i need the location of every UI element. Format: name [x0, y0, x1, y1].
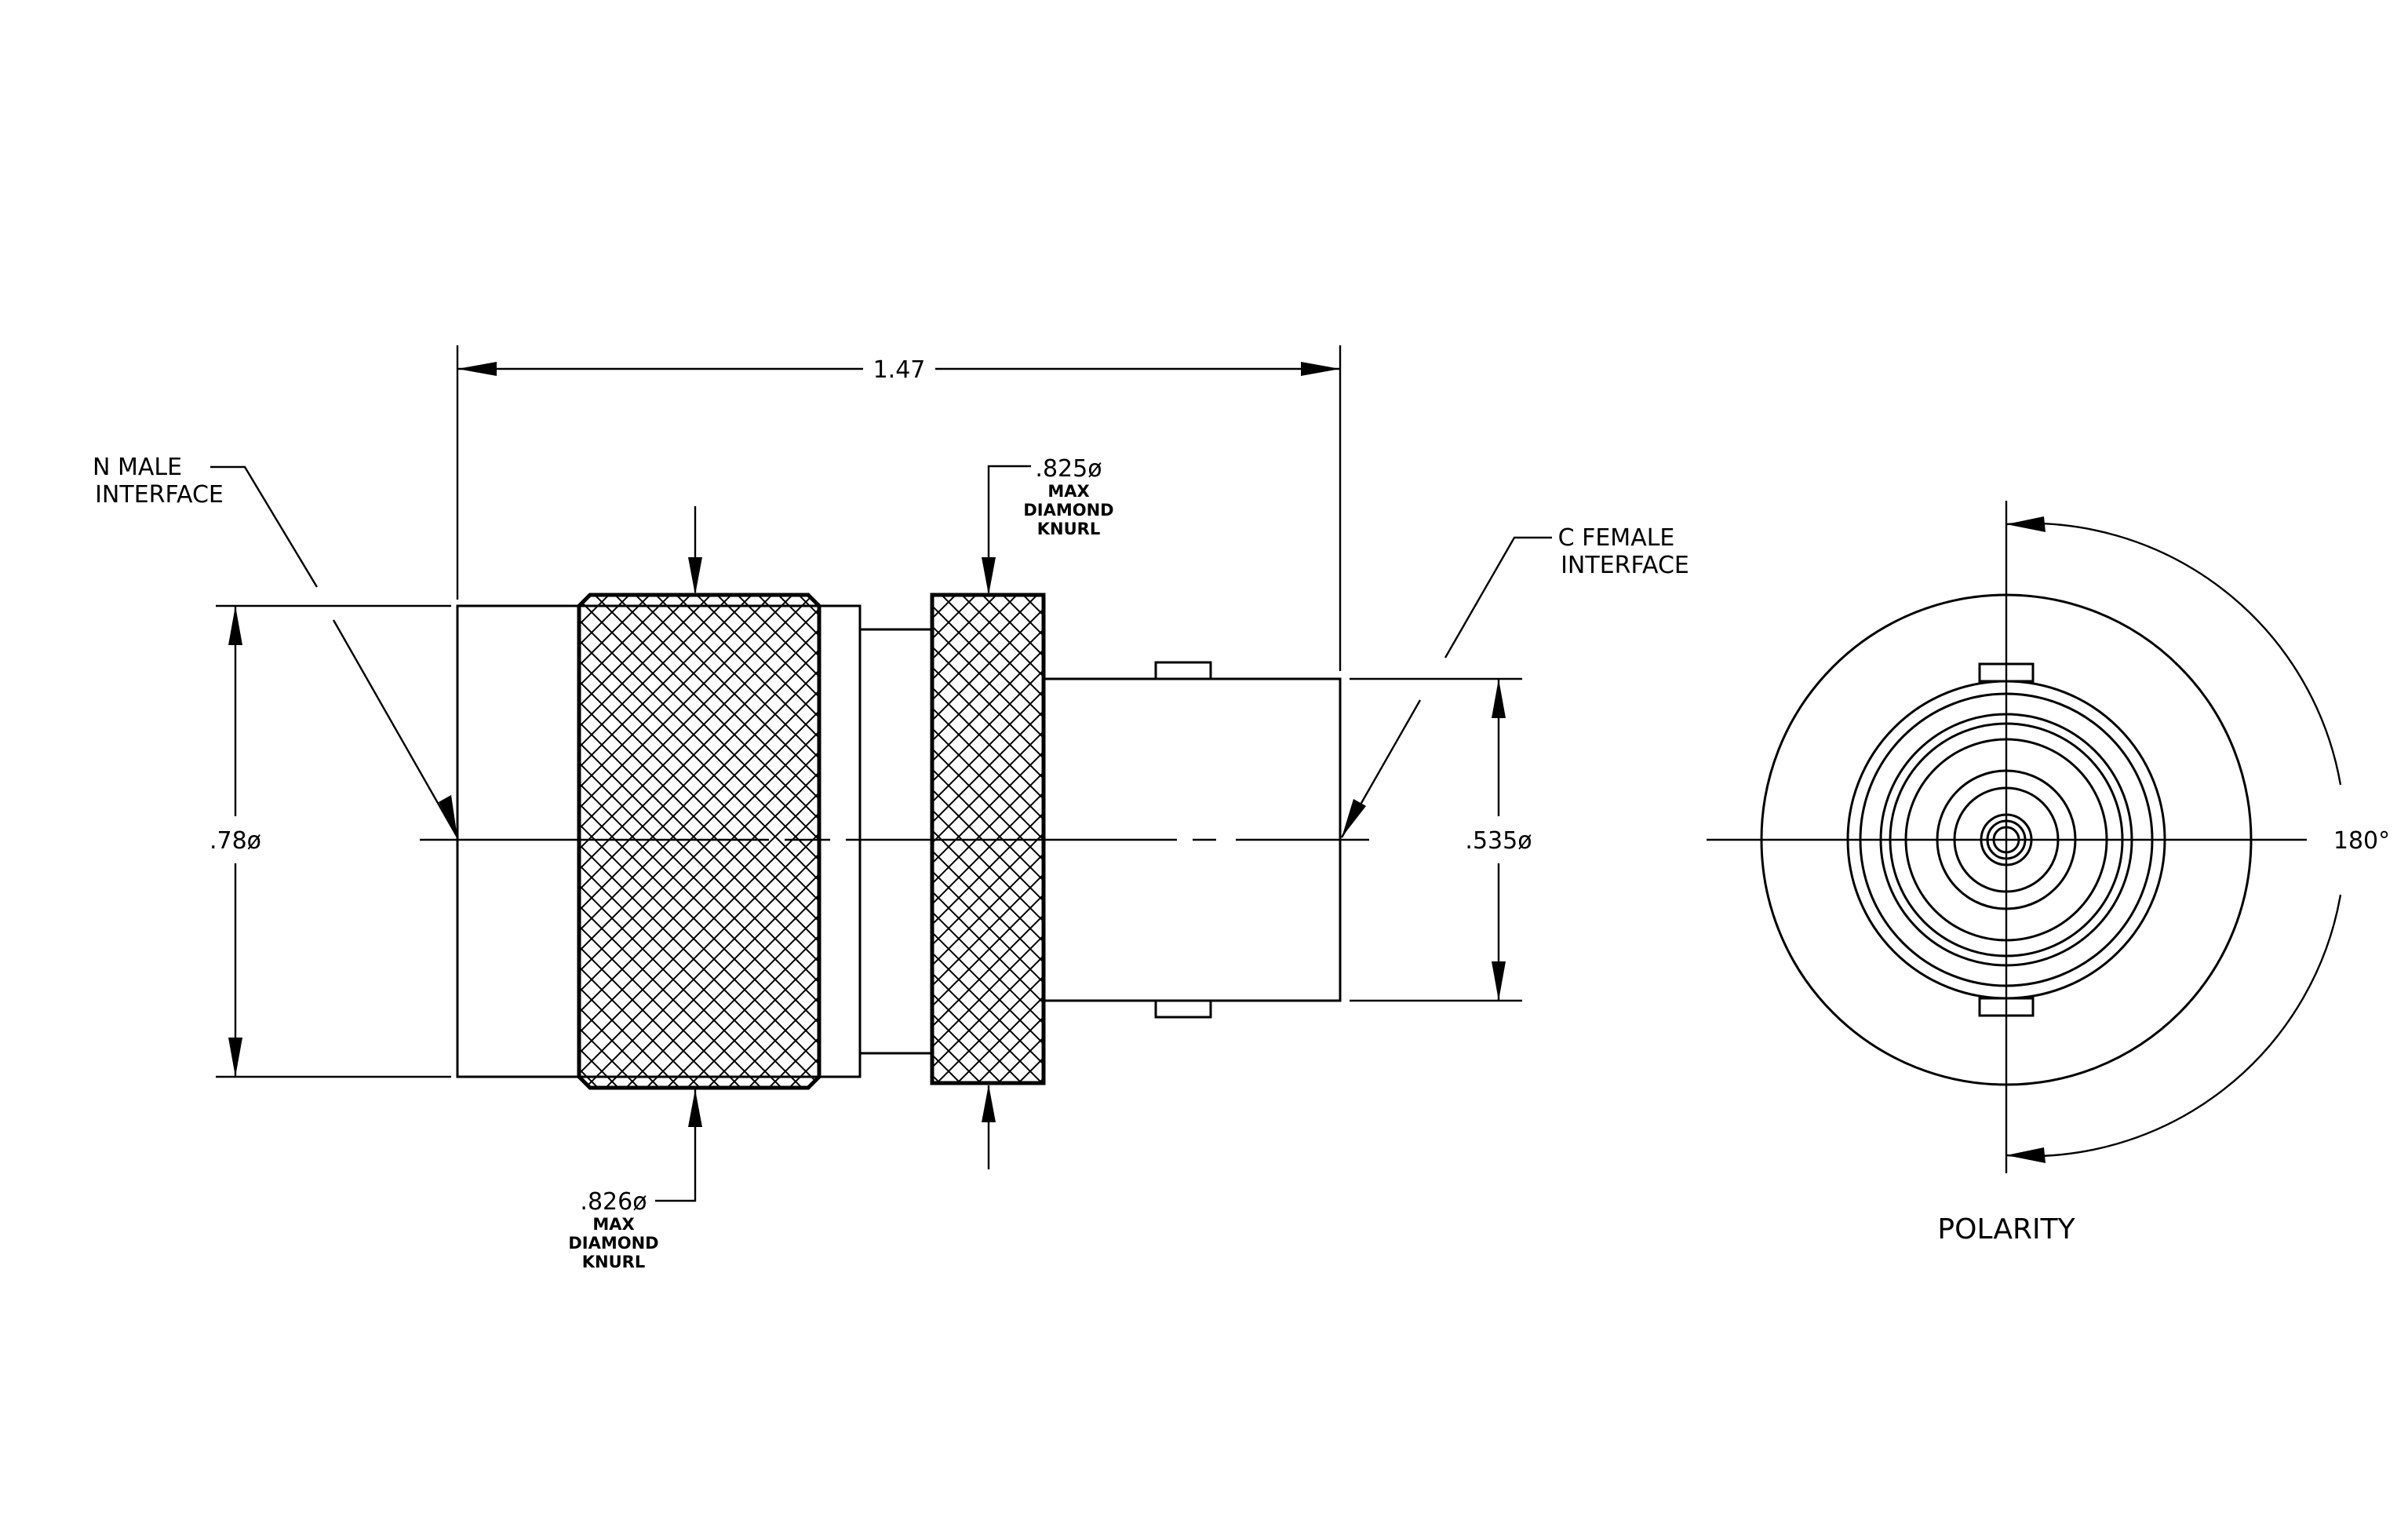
n-male-label-line2: INTERFACE [95, 481, 224, 509]
dimension-n-male-diameter: .78ø [209, 604, 451, 1078]
bayonet-lug-top [1154, 661, 1212, 680]
knurl-825-diamond: DIAMOND [1023, 501, 1113, 520]
polarity-arc [2005, 522, 2342, 786]
knurl-826-max: MAX [592, 1215, 634, 1234]
n-male-body [456, 604, 581, 1078]
knurl-825-max: MAX [1047, 482, 1089, 501]
leader-n-male-interface: N MALE INTERFACE [93, 454, 459, 838]
polarity-angle-value: 180° [2333, 827, 2390, 855]
knurl-825-knurl: KNURL [1037, 520, 1100, 538]
c-female-diameter-value: .535ø [1465, 827, 1532, 855]
knurl-825-diameter: .825ø [1035, 455, 1102, 483]
knurl-826-diamond: DIAMOND [568, 1234, 658, 1253]
neck [858, 628, 934, 1055]
note-knurl-826: .826ø MAX DIAMOND KNURL [568, 506, 702, 1271]
leader-c-female-interface: C FEMALE INTERFACE [1340, 524, 1689, 838]
c-female-label-line1: C FEMALE [1558, 524, 1675, 552]
knurl-826-knurl: KNURL [582, 1253, 645, 1271]
polarity-caption: POLARITY [1937, 1213, 2075, 1246]
n-male-label-line1: N MALE [93, 454, 182, 481]
side-view [420, 593, 1369, 1090]
end-view: 180° POLARITY [1707, 501, 2390, 1246]
overall-length-value: 1.47 [873, 356, 926, 384]
dimension-c-female-diameter: .535ø [1350, 677, 1532, 1002]
n-male-diameter-value: .78ø [209, 827, 261, 855]
large-knurl-nut [577, 593, 821, 1090]
c-female-label-line2: INTERFACE [1561, 552, 1689, 579]
knurl-826-diameter: .826ø [580, 1188, 647, 1216]
dimension-overall-length: 1.47 [456, 345, 1342, 671]
bayonet-lug-bottom [1154, 999, 1212, 1019]
note-knurl-825: .825ø MAX DIAMOND KNURL [982, 455, 1114, 1169]
collar [818, 604, 862, 1078]
